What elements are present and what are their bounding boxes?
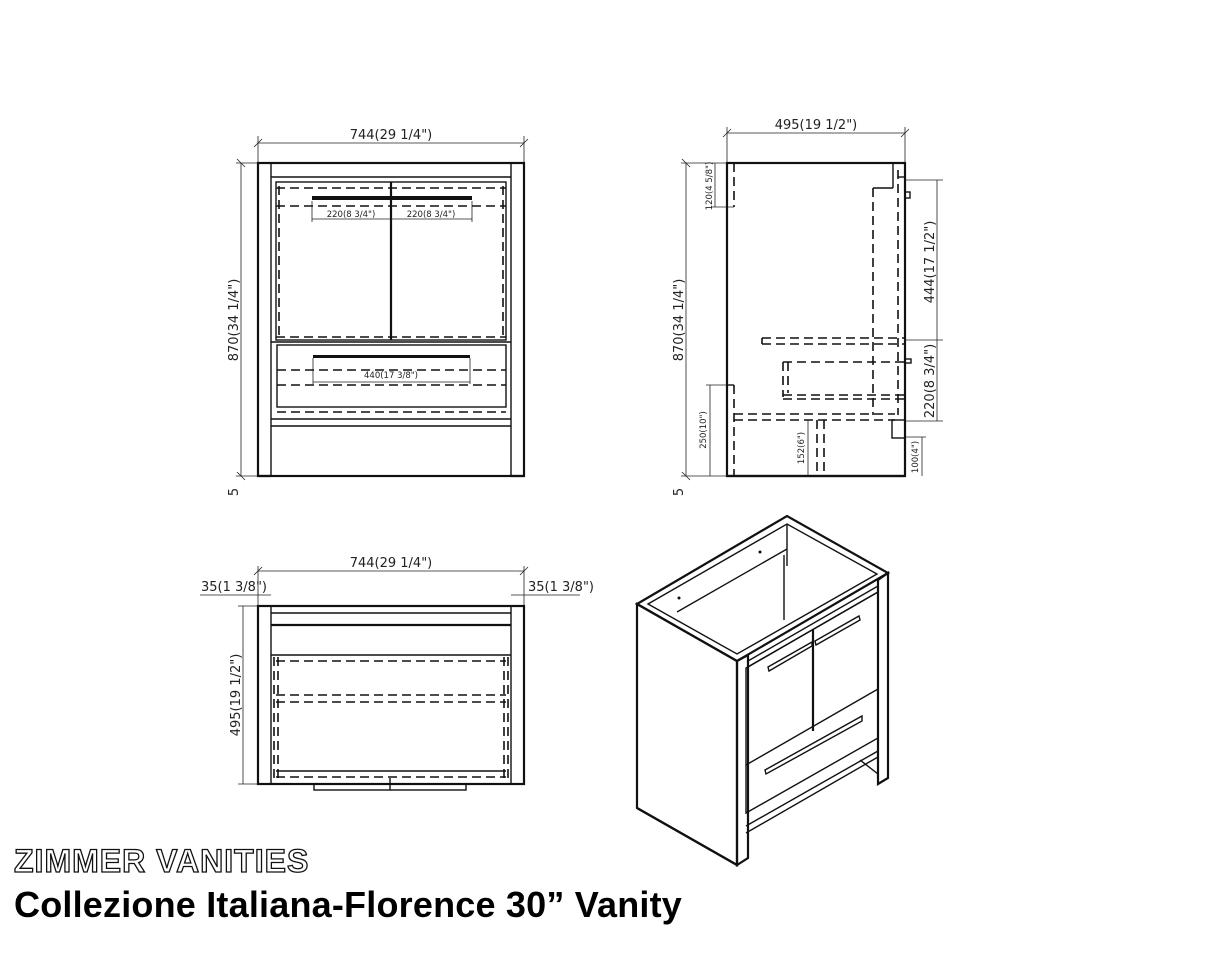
side-kick-label: 100(4") — [911, 441, 921, 473]
top-width-label: 744(29 1/4") — [350, 556, 433, 571]
side-view: 495(19 1/2") 870(34 1/4") 5 120(4 5/8") — [672, 118, 943, 496]
side-door-height-label: 444(17 1/2") — [923, 221, 938, 304]
top-right-panel-label: 35(1 3/8") — [528, 580, 594, 595]
front-toe-label: 5 — [227, 488, 242, 496]
side-depth-label: 495(19 1/2") — [775, 118, 858, 133]
side-top-rail-label: 120(4 5/8") — [705, 162, 715, 211]
front-width-label: 744(29 1/4") — [350, 128, 433, 143]
top-left-panel-label: 35(1 3/8") — [201, 580, 267, 595]
side-drawer-height-label: 220(8 3/4") — [923, 344, 938, 418]
side-leg-label: 152(6") — [797, 432, 807, 464]
side-base-label: 250(10") — [699, 411, 709, 449]
side-toe-label: 5 — [672, 488, 687, 496]
isometric-view — [634, 514, 891, 868]
top-depth-label: 495(19 1/2") — [229, 654, 244, 737]
front-height-label: 870(34 1/4") — [227, 279, 242, 362]
door-handle-left-label: 220(8 3/4") — [327, 210, 376, 220]
front-view: 744(29 1/4") 870(34 1/4") 5 220(8 3/4") … — [227, 128, 529, 496]
side-height-label: 870(34 1/4") — [672, 279, 687, 362]
door-handle-right-label: 220(8 3/4") — [407, 210, 456, 220]
drawer-handle-label: 440(17 3/8") — [364, 371, 418, 381]
product-title: Collezione Italiana-Florence 30” Vanity — [14, 884, 682, 925]
top-view: 744(29 1/4") 35(1 3/8") 35(1 3/8") 495(1… — [200, 556, 594, 791]
brand-name: ZIMMER VANITIES — [13, 842, 310, 879]
